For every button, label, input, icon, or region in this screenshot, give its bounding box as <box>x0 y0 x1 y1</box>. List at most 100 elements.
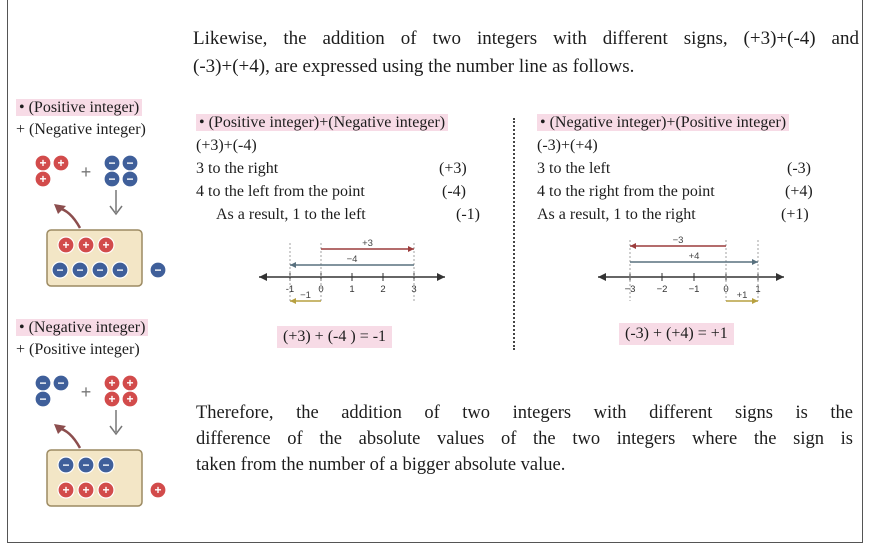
sidebar-top-plus: + (Negative integer) <box>16 121 146 138</box>
tray-top-chip-2 <box>97 236 115 254</box>
chip-group-a-1 <box>52 374 70 392</box>
tick-label-2: 1 <box>349 284 354 295</box>
left-row-3: As a result, 1 to the left (-1) <box>196 203 496 226</box>
tray-top-chip-1 <box>77 236 95 254</box>
arrow-second-label: +4 <box>689 251 700 262</box>
tray-top-chip-0 <box>57 236 75 254</box>
right-row-2-value: (+4) <box>785 183 813 200</box>
chip-group-b-2 <box>103 170 121 188</box>
chip-group-a-0-sign: − <box>39 376 46 390</box>
tray-bottom-chip-2-sign: + <box>102 483 109 497</box>
intro-line-1: Likewise, the addition of two integers w… <box>193 28 859 49</box>
sidebar-top-labels: • (Positive integer) + (Negative integer… <box>16 97 146 141</box>
chip-group-a-2-sign: + <box>39 172 46 186</box>
arrow-result-label: −1 <box>300 290 311 301</box>
leftover-chip-sign: − <box>154 263 161 277</box>
plus-sign: + <box>81 382 92 402</box>
tray-top-chip-2-sign: − <box>102 458 109 472</box>
leftover-chip <box>149 481 167 499</box>
arrow-result-head <box>752 298 758 304</box>
right-row-1: 3 to the left (-3) <box>537 157 847 180</box>
right-heading: • (Negative integer)+(Positive integer) <box>537 114 790 131</box>
sidebar-bottom-bullet: • (Negative integer) <box>16 319 149 336</box>
chip-group-a-0-sign: + <box>39 156 46 170</box>
conclusion-paragraph: Therefore, the addition of two integers … <box>196 400 853 478</box>
axis-arrow-right <box>437 273 445 281</box>
right-row-2-text: 4 to the right from the point <box>537 183 715 200</box>
tick-label-1: −2 <box>657 284 668 295</box>
tray-top-chip-0-sign: + <box>62 238 69 252</box>
left-row-3-value: (-1) <box>456 206 480 223</box>
chip-group-b-3-sign: + <box>126 392 133 406</box>
left-row-1: 3 to the right (+3) <box>196 157 496 180</box>
tick-label-0: -1 <box>286 284 294 295</box>
axis-arrow-left <box>598 273 606 281</box>
tray-top-chip-0-sign: − <box>62 458 69 472</box>
left-example: • (Positive integer)+(Negative integer) … <box>196 111 496 226</box>
sidebar-bottom-plus: + (Positive integer) <box>16 341 140 358</box>
right-row-1-text: 3 to the left <box>537 160 611 177</box>
axis-arrow-left <box>259 273 267 281</box>
left-row-3-text: As a result, 1 to the left <box>216 206 366 223</box>
curve-arrow-head <box>54 424 66 434</box>
chip-group-a-2 <box>34 390 52 408</box>
left-row-2-value: (-4) <box>442 183 466 200</box>
tray-bottom-chip-1 <box>77 481 95 499</box>
right-example: • (Negative integer)+(Positive integer) … <box>537 111 847 226</box>
chip-group-b-1-sign: − <box>126 156 133 170</box>
curve-arrow-head <box>54 204 66 214</box>
tray-top-chip-2-sign: + <box>102 238 109 252</box>
arrow-first-head <box>408 246 414 252</box>
chip-group-a-1 <box>52 154 70 172</box>
left-result: (+3) + (-4 ) = -1 <box>277 326 393 348</box>
chip-group-b-0-sign: + <box>108 376 115 390</box>
left-row-2: 4 to the left from the point (-4) <box>196 180 496 203</box>
tray-bottom-chip-2-sign: − <box>96 263 103 277</box>
curve-arrow <box>57 426 82 449</box>
tray-bottom-chip-3-sign: − <box>116 263 123 277</box>
down-arrow-head <box>109 425 123 436</box>
chip-group-b-3-sign: − <box>126 172 133 186</box>
arrow-second-head <box>290 262 296 268</box>
tray-bottom-chip-1-sign: + <box>82 483 89 497</box>
tray-bottom-chip-2 <box>91 261 109 279</box>
conclusion-line-2: difference of the absolute values of the… <box>196 429 853 449</box>
left-heading: • (Positive integer)+(Negative integer) <box>196 114 449 131</box>
tray-bottom-chip-3 <box>111 261 129 279</box>
chip-group-a-2-sign: − <box>39 392 46 406</box>
chip-diagram-positive-plus-negative: ++++−−−−+++−−−−− <box>34 154 167 287</box>
chip-group-b-3 <box>121 170 139 188</box>
chip-group-a-1-sign: + <box>57 156 64 170</box>
right-row-2: 4 to the right from the point (+4) <box>537 180 847 203</box>
arrow-first-label: +3 <box>362 238 373 249</box>
tray-bottom-chip-2 <box>97 481 115 499</box>
right-row-1-value: (-3) <box>787 160 811 177</box>
intro-line-2: (-3)+(+4), are expressed using the numbe… <box>193 56 635 77</box>
tray-bottom-chip-1 <box>71 261 89 279</box>
tick-label-3: 2 <box>380 284 385 295</box>
chip-diagram-negative-plus-positive: −−−+++++−−−++++ <box>34 374 167 507</box>
right-row-3: As a result, 1 to the right (+1) <box>537 203 847 226</box>
arrow-first-label: −3 <box>673 235 684 246</box>
sidebar-top-bullet: • (Positive integer) <box>16 99 143 116</box>
arrow-result-head <box>290 298 296 304</box>
tray-top-chip-2 <box>97 456 115 474</box>
arrow-result-label: +1 <box>737 290 748 301</box>
chip-group-a-2 <box>34 170 52 188</box>
right-expression: (-3)+(+4) <box>537 137 598 154</box>
chip-group-b-2 <box>103 390 121 408</box>
tray-bottom-chip-0-sign: + <box>62 483 69 497</box>
tray-bottom-chip-0 <box>51 261 69 279</box>
leftover-chip-sign: + <box>154 483 161 497</box>
tray-top-chip-1-sign: + <box>82 238 89 252</box>
tray-top-chip-1-sign: − <box>82 458 89 472</box>
left-row-1-value: (+3) <box>439 160 467 177</box>
curve-arrow <box>57 206 82 229</box>
arrow-first-head <box>630 243 636 249</box>
conclusion-line-1: Therefore, the addition of two integers … <box>196 403 853 423</box>
column-divider <box>513 118 515 350</box>
chip-group-b-1-sign: + <box>126 376 133 390</box>
tray-top-chip-0 <box>57 456 75 474</box>
tray-bottom-chip-0 <box>57 481 75 499</box>
chip-group-b-3 <box>121 390 139 408</box>
